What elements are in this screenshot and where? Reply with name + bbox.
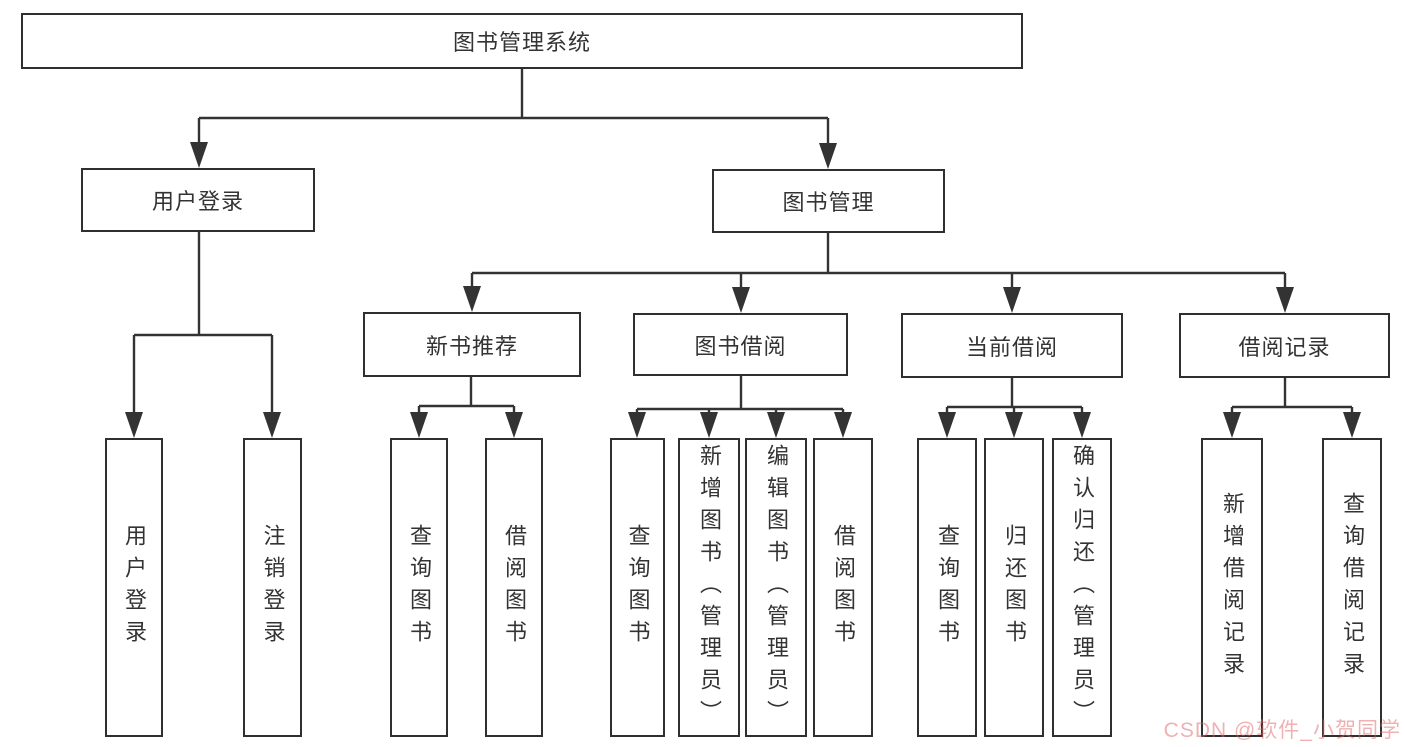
node-user-login: 用户登录 [81,168,315,232]
node-current-borrow-label: 当前借阅 [965,334,1058,360]
node-borrow-records-label: 借阅记录 [1238,334,1331,360]
node-book-management: 图书管理 [712,169,945,233]
node-book-management-label: 图书管理 [782,190,875,215]
leaf-logout-label: 注销登录 [260,523,286,652]
leaf-return-books: 归还图书 [984,438,1044,737]
node-book-borrow-label: 图书借阅 [694,333,787,359]
node-root-label: 图书管理系统 [452,30,591,55]
node-new-book-recommend-label: 新书推荐 [425,333,518,359]
leaf-query-books-recommend: 查询图书 [390,438,448,737]
leaf-query-books-borrow: 查询图书 [610,438,665,737]
node-new-book-recommend: 新书推荐 [363,312,581,377]
leaf-add-borrow-record-label: 新增借阅记录 [1220,491,1245,684]
leaf-return-books-label: 归还图书 [1002,523,1027,652]
leaf-confirm-return-admin: 确认归还（管理员） [1052,438,1112,737]
leaf-query-books-borrow-label: 查询图书 [625,523,651,652]
leaf-edit-books-admin: 编辑图书（管理员） [745,438,807,737]
leaf-query-books-recommend-label: 查询图书 [407,523,432,652]
leaf-borrow-books-recommend: 借阅图书 [485,438,543,737]
leaf-borrow-books-recommend-label: 借阅图书 [502,523,527,652]
leaf-query-books-current: 查询图书 [917,438,977,737]
watermark: CSDN @软件_小贺同学 [1163,719,1401,742]
leaf-query-borrow-record: 查询借阅记录 [1322,438,1382,737]
arrowheads [125,142,1361,438]
node-borrow-records: 借阅记录 [1179,313,1390,378]
leaf-add-books-admin: 新增图书（管理员） [678,438,740,737]
leaf-add-books-admin-label: 新增图书（管理员） [697,443,722,732]
node-book-borrow: 图书借阅 [633,313,848,376]
leaf-add-borrow-record: 新增借阅记录 [1201,438,1263,737]
leaf-logout: 注销登录 [243,438,302,737]
leaf-query-books-current-label: 查询图书 [935,523,960,652]
node-current-borrow: 当前借阅 [901,313,1123,378]
leaf-user-login: 用户登录 [105,438,163,737]
node-root: 图书管理系统 [21,13,1023,69]
leaf-edit-books-admin-label: 编辑图书（管理员） [764,443,789,732]
leaf-user-login-label: 用户登录 [122,523,147,652]
leaf-query-borrow-record-label: 查询借阅记录 [1340,491,1365,684]
leaf-borrow-books: 借阅图书 [813,438,873,737]
leaf-confirm-return-admin-label: 确认归还（管理员） [1070,443,1095,732]
node-user-login-label: 用户登录 [151,189,244,214]
leaf-borrow-books-label: 借阅图书 [831,523,856,652]
